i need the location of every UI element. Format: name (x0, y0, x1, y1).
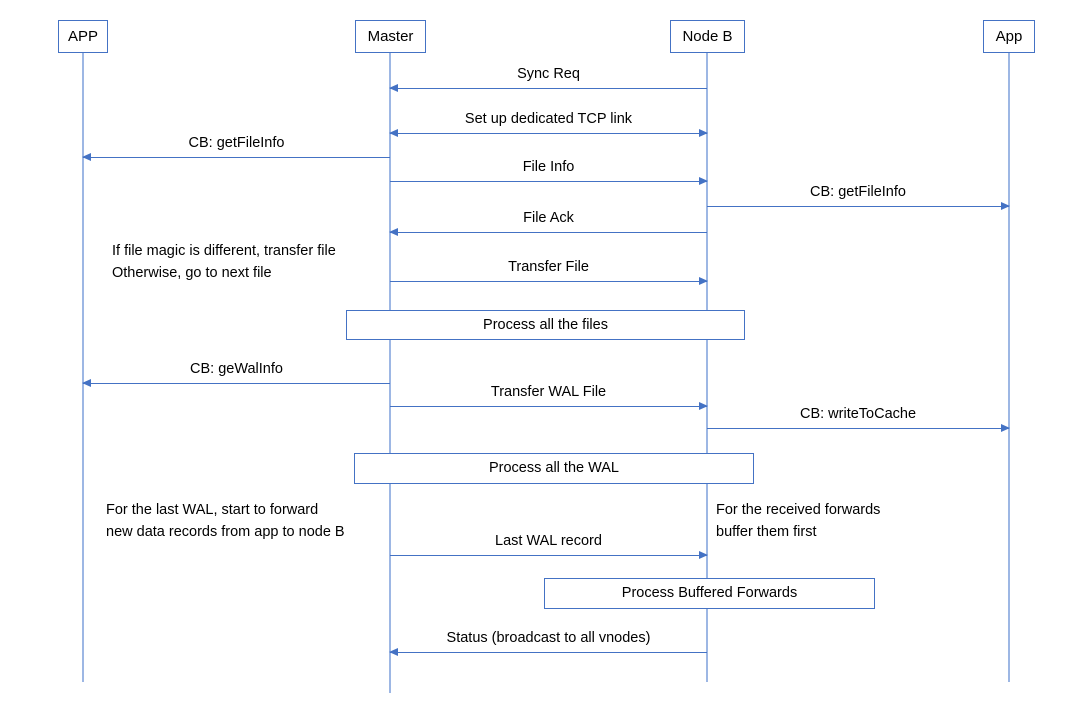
message-m12[interactable]: Status (broadcast to all vnodes) (389, 630, 707, 656)
message-line (390, 181, 707, 182)
message-m1[interactable]: Sync Req (389, 66, 707, 92)
message-line (390, 555, 707, 556)
arrowhead-right-icon (699, 276, 708, 285)
message-label: Transfer WAL File (490, 383, 607, 400)
message-line (707, 428, 1009, 429)
arrowhead-right-icon (1001, 201, 1010, 210)
message-line (390, 133, 707, 134)
actor-box-master[interactable]: Master (355, 20, 426, 53)
arrowhead-right-icon (699, 176, 708, 185)
message-label: CB: writeToCache (799, 405, 917, 422)
message-line (83, 157, 390, 158)
message-label: CB: getFileInfo (188, 134, 285, 151)
actor-box-app_right[interactable]: App (983, 20, 1035, 53)
arrowhead-right-icon (699, 550, 708, 559)
message-m8[interactable]: CB: geWalInfo (82, 361, 390, 387)
message-line (390, 281, 707, 282)
arrowhead-left-icon (389, 83, 398, 92)
message-m5[interactable]: CB: getFileInfo (707, 184, 1010, 210)
lifeline-master (389, 53, 391, 693)
message-label: File Ack (523, 209, 574, 226)
message-label: CB: getFileInfo (810, 183, 906, 200)
actor-box-node_b[interactable]: Node B (670, 20, 745, 53)
actor-box-app_left[interactable]: APP (58, 20, 108, 53)
message-line (390, 406, 707, 407)
arrowhead-right-icon (699, 401, 708, 410)
message-m6[interactable]: File Ack (389, 210, 707, 236)
message-line (83, 383, 390, 384)
message-label: Transfer File (508, 258, 589, 275)
note-n2: For the last WAL, start to forward new d… (106, 500, 345, 544)
message-m4[interactable]: File Info (390, 159, 708, 185)
arrowhead-left-icon (389, 647, 398, 656)
lifeline-app_right (1008, 53, 1010, 682)
note-n3: For the received forwards buffer them fi… (716, 500, 881, 544)
lifeline-app_left (82, 53, 84, 682)
arrowhead-left-icon (82, 378, 91, 387)
activation-box-b1[interactable]: Process all the files (346, 310, 745, 340)
message-label: Set up dedicated TCP link (464, 110, 633, 127)
arrowhead-right-icon (1001, 423, 1010, 432)
activation-box-b3[interactable]: Process Buffered Forwards (544, 578, 875, 609)
message-m11[interactable]: Last WAL record (390, 533, 708, 559)
message-label: Status (broadcast to all vnodes) (446, 629, 651, 646)
message-line (707, 206, 1009, 207)
message-label: File Info (522, 158, 575, 175)
arrowhead-left-icon (389, 128, 398, 137)
message-m9[interactable]: Transfer WAL File (390, 384, 708, 410)
message-line (390, 88, 707, 89)
lifeline-node_b (706, 53, 708, 682)
message-m7[interactable]: Transfer File (390, 259, 708, 285)
message-label: Last WAL record (495, 532, 602, 549)
arrowhead-left-icon (82, 152, 91, 161)
message-m10[interactable]: CB: writeToCache (707, 406, 1010, 432)
message-line (390, 232, 707, 233)
message-label: Sync Req (517, 65, 580, 82)
note-n1: If file magic is different, transfer fil… (112, 241, 336, 285)
activation-box-b2[interactable]: Process all the WAL (354, 453, 754, 484)
message-m3[interactable]: CB: getFileInfo (82, 135, 390, 161)
arrowhead-right-icon (699, 128, 708, 137)
message-line (390, 652, 707, 653)
message-m2[interactable]: Set up dedicated TCP link (389, 111, 708, 137)
message-label: CB: geWalInfo (190, 360, 283, 377)
arrowhead-left-icon (389, 227, 398, 236)
